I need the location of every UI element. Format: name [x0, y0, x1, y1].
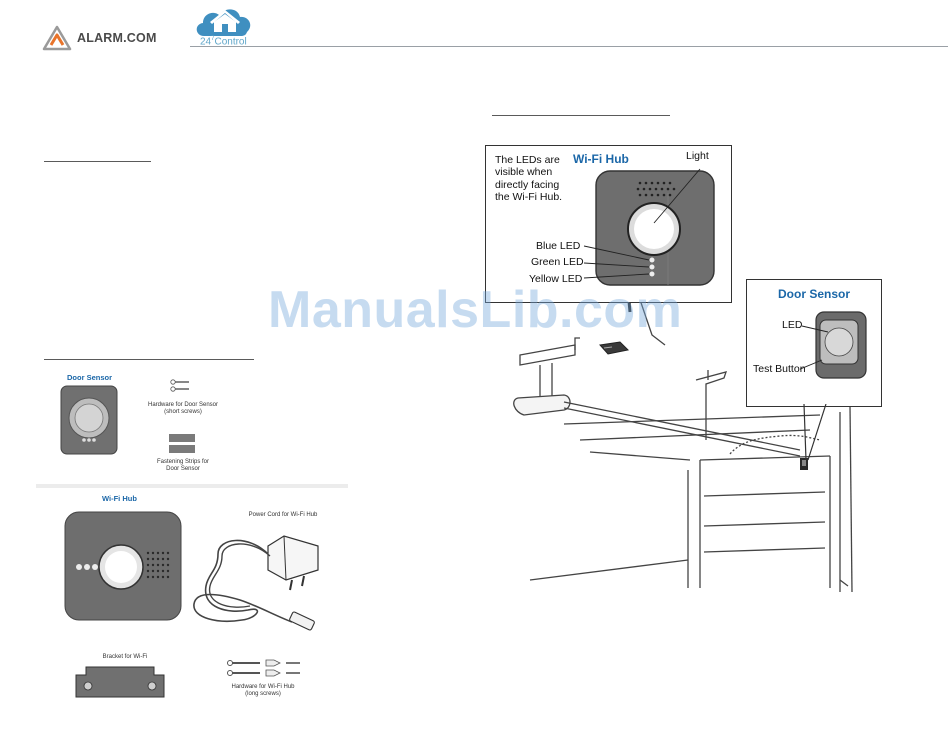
light-label: Light: [686, 150, 709, 162]
section-rule-3: [492, 115, 670, 116]
wifi-hub-callout-title: Wi-Fi Hub: [573, 152, 629, 166]
fastening-strips-line1: Fastening Strips for: [156, 459, 210, 465]
note-line1: The LEDs are: [495, 154, 560, 166]
wifi-hub-image: [64, 511, 182, 621]
power-cord-label: Power Cord for Wi-Fi Hub: [248, 512, 318, 518]
long-screws-icon: [227, 659, 300, 677]
short-screws-icon: [170, 379, 189, 392]
fastening-strips-line2: Door Sensor: [166, 465, 200, 472]
led-label: LED: [782, 319, 803, 331]
fastening-strips-image: [169, 434, 195, 453]
section-rule-2: [44, 359, 254, 360]
partner-name: 247Control: [200, 36, 247, 47]
section-rule-1: [44, 161, 151, 162]
hardware-wifi-hub-line2: (long screws): [245, 690, 281, 697]
blue-led-label: Blue LED: [536, 240, 581, 252]
cloud-home-logo-icon: [196, 9, 251, 36]
hardware-door-sensor-line2: (short screws): [164, 408, 202, 415]
brand-name: ALARM.COM: [77, 31, 157, 45]
note-line3: directly facing: [495, 178, 560, 191]
door-sensor-callout-device: [800, 311, 867, 379]
alarm-com-logo: ALARM.COM: [42, 23, 157, 53]
led-visibility-note: The LEDs are visible when directly facin…: [495, 154, 562, 203]
note-line4: the Wi-Fi Hub.: [495, 190, 563, 203]
power-cord-image: [193, 535, 319, 631]
door-sensor-image: [60, 385, 118, 455]
bracket-image: [75, 666, 165, 698]
header-divider: [190, 46, 948, 47]
partner-badge: 24: [200, 36, 212, 48]
door-sensor-callout-title: Door Sensor: [778, 287, 851, 301]
door-sensor-title: Door Sensor: [67, 373, 113, 382]
wifi-hub-callout-device: [583, 168, 715, 286]
hardware-door-sensor-line1: Hardware for Door Sensor: [147, 402, 219, 408]
hardware-wifi-hub-label: Hardware for Wi-Fi Hub (long screws): [220, 684, 306, 698]
partner-name-text: Control: [214, 36, 247, 48]
wifi-hub-title: Wi-Fi Hub: [102, 494, 137, 503]
hardware-door-sensor-label: Hardware for Door Sensor (short screws): [140, 402, 226, 416]
section-band: [36, 484, 348, 488]
sensor-callout-pointer: [803, 404, 827, 461]
partner-badge-sup: 7: [211, 36, 215, 42]
fastening-strips-label: Fastening Strips for Door Sensor: [140, 459, 226, 473]
note-line2: visible when: [495, 166, 553, 179]
garage-illustration: [513, 287, 853, 593]
bracket-label: Bracket for Wi-Fi: [102, 654, 148, 660]
watermark: ManualsLib.com: [268, 281, 683, 339]
yellow-led-label: Yellow LED: [529, 273, 583, 285]
test-button-label: Test Button: [753, 363, 806, 375]
green-led-label: Green LED: [531, 256, 584, 268]
hardware-wifi-hub-line1: Hardware for Wi-Fi Hub: [231, 684, 295, 690]
alarm-com-logo-icon: [42, 25, 72, 51]
